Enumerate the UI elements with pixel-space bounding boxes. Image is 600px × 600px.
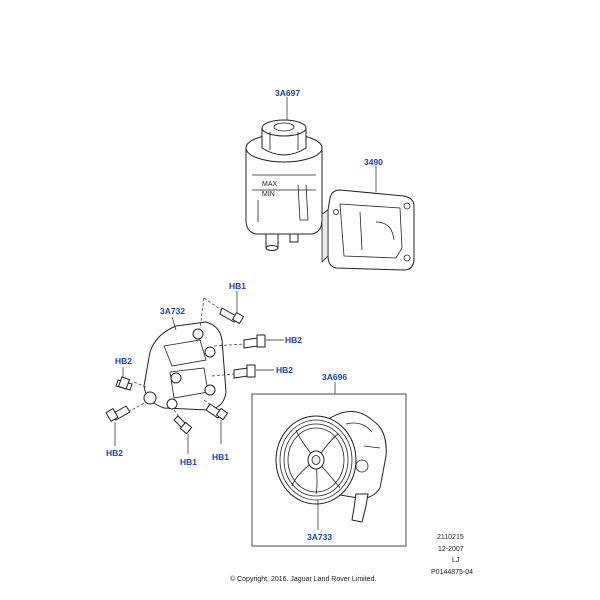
callout-hb2-right-lower[interactable]: HB2 — [276, 365, 293, 375]
copyright-notice: © Copyright, 2016. Jaguar Land Rover Lim… — [230, 575, 376, 583]
callout-hb2-left-lower[interactable]: HB2 — [106, 448, 123, 458]
reservoir-max-mark: MAX — [262, 181, 278, 188]
bolt-hb2-right-lower — [211, 364, 256, 379]
callout-3a696[interactable]: 3A696 — [322, 372, 347, 382]
bolt-hb2-left-upper — [115, 376, 149, 391]
callout-3a733[interactable]: 3A733 — [307, 532, 332, 542]
callout-3a732[interactable]: 3A732 — [160, 306, 185, 316]
callout-hb1-bottom-right[interactable]: HB1 — [212, 452, 229, 462]
pump-assembly-frame — [251, 393, 407, 547]
diagram-date: 12-2007 — [438, 546, 464, 553]
reservoir-illustration — [245, 119, 323, 251]
reservoir-bracket-illustration — [321, 189, 415, 271]
diagram-code: 2110215 — [437, 534, 464, 541]
bolt-hb2-right-upper — [213, 334, 266, 349]
bolt-hb1-top — [199, 297, 245, 329]
callout-hb1-top[interactable]: HB1 — [229, 281, 246, 291]
bolt-hb2-left-lower — [105, 401, 147, 423]
callout-3490[interactable]: 3490 — [364, 157, 383, 167]
illustration-id: P0144875-04 — [431, 569, 473, 576]
callout-3a697[interactable]: 3A697 — [275, 88, 300, 98]
bolt-hb1-bottom-mid — [173, 409, 193, 435]
diagram-initials: LJ — [452, 557, 459, 564]
bolt-hb1-bottom-right — [203, 399, 229, 421]
callout-hb2-left-upper[interactable]: HB2 — [115, 356, 132, 366]
bracket-3a732-leader-line — [171, 316, 177, 331]
callout-hb1-bottom-mid[interactable]: HB1 — [180, 457, 197, 467]
pump-illustration — [275, 411, 387, 523]
reservoir-min-mark: MIN — [262, 191, 275, 198]
mount-bracket-illustration — [143, 321, 227, 411]
callout-hb2-right-upper[interactable]: HB2 — [285, 335, 302, 345]
